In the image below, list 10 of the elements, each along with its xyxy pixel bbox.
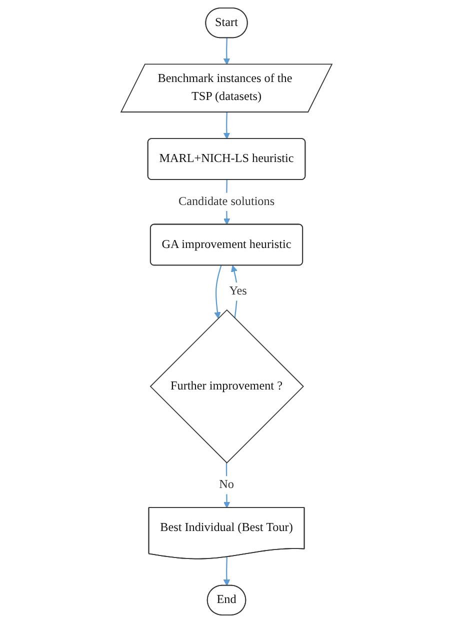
edge-label: Yes (230, 284, 248, 298)
arrow (214, 265, 222, 319)
arrow (224, 38, 231, 65)
arrow (224, 557, 231, 586)
arrow (231, 265, 238, 318)
arrow (224, 112, 231, 140)
arrow (224, 462, 231, 508)
edge-label: No (220, 478, 234, 492)
edge-label: Candidate solutions (178, 195, 276, 208)
node-diamond: Further improvement ? (150, 309, 304, 464)
